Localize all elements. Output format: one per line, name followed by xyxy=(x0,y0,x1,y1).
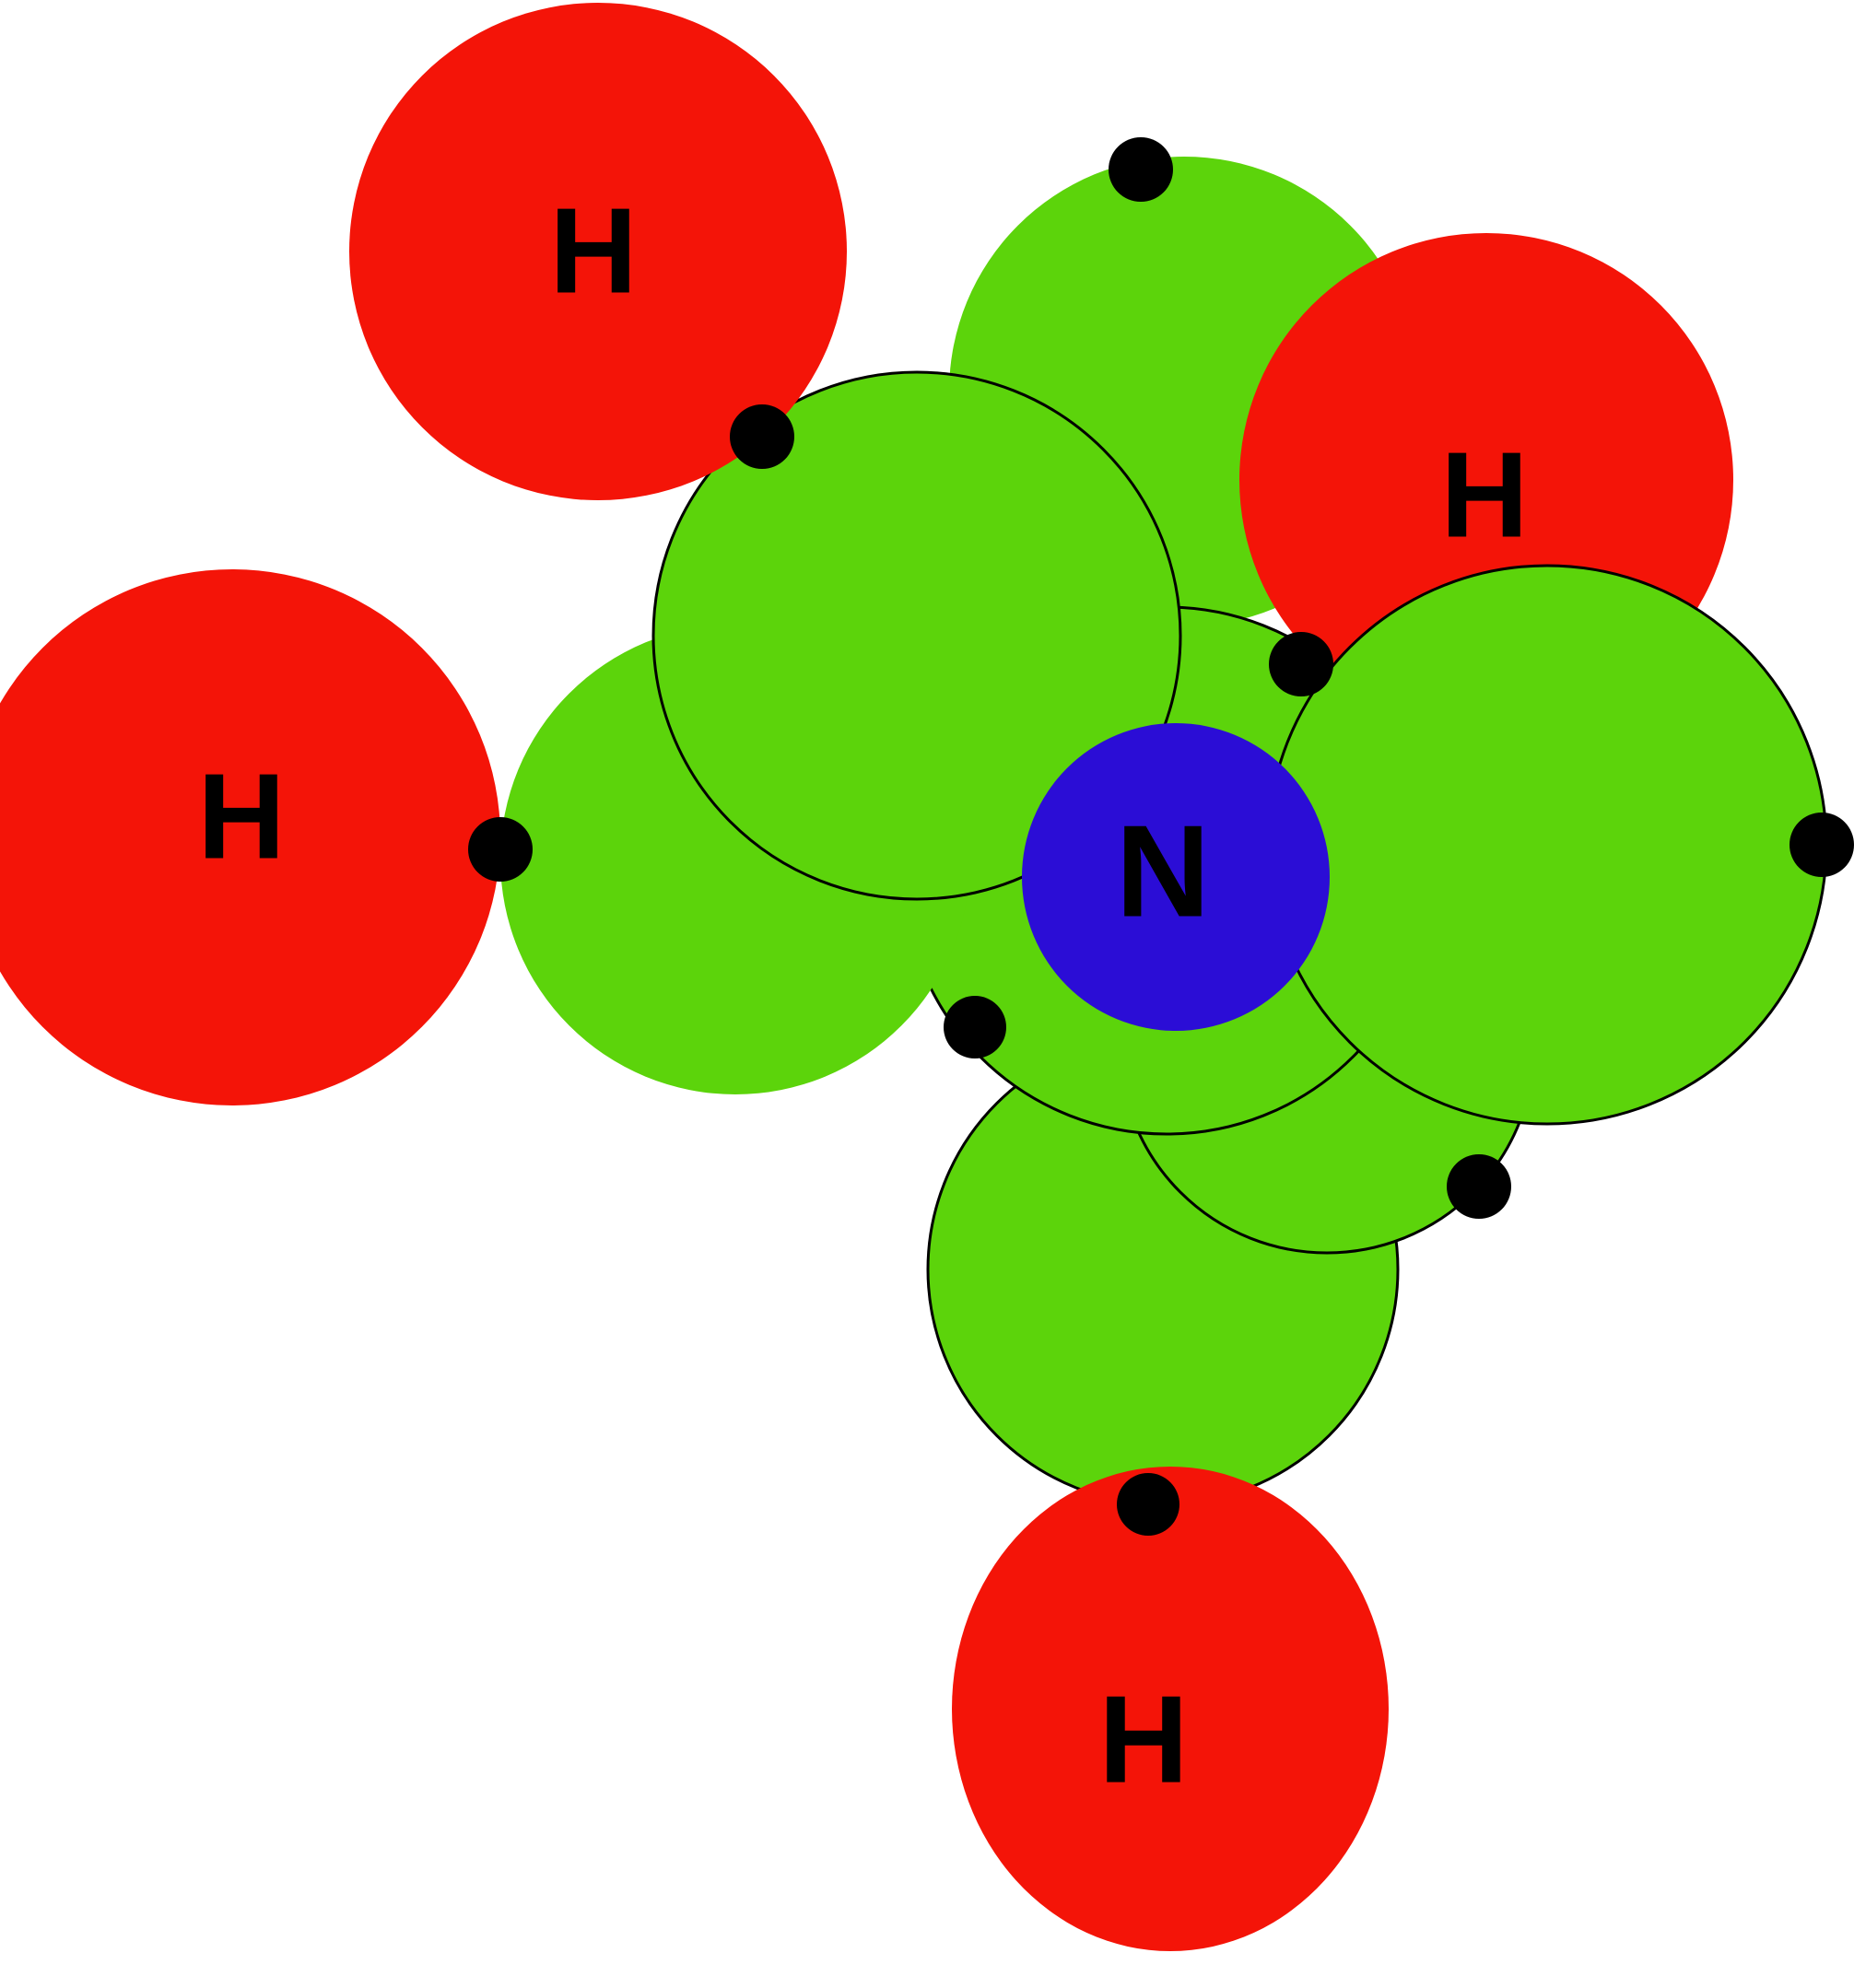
electron-dot-right xyxy=(1789,813,1854,877)
orbital-lobe-upper-left xyxy=(651,370,1182,901)
electron-dot-top xyxy=(1109,137,1173,202)
electron-dot-lower-right xyxy=(1447,1154,1511,1219)
hydrogen-atom-top-left xyxy=(349,3,847,500)
hydrogen-atom-top-right-label: H xyxy=(1440,427,1528,563)
hydrogen-atom-left xyxy=(0,569,500,1105)
hydrogen-atom-top-left-label: H xyxy=(549,183,637,319)
nitrogen-atom xyxy=(1022,723,1330,1031)
hydrogen-atom-left-label: H xyxy=(197,749,285,884)
electron-dot-upper-right xyxy=(1269,632,1333,696)
nitrogen-atom-label: N xyxy=(1116,799,1211,945)
hydrogen-atom-bottom xyxy=(952,1467,1389,1951)
electron-dot-upper-left xyxy=(730,404,794,469)
electron-dot-center xyxy=(944,996,1006,1058)
electron-dot-left xyxy=(468,817,533,882)
orbital-lobe-right xyxy=(1266,564,1828,1126)
electron-dot-bottom xyxy=(1117,1473,1179,1536)
hydrogen-atom-bottom-label: H xyxy=(1098,1670,1189,1809)
